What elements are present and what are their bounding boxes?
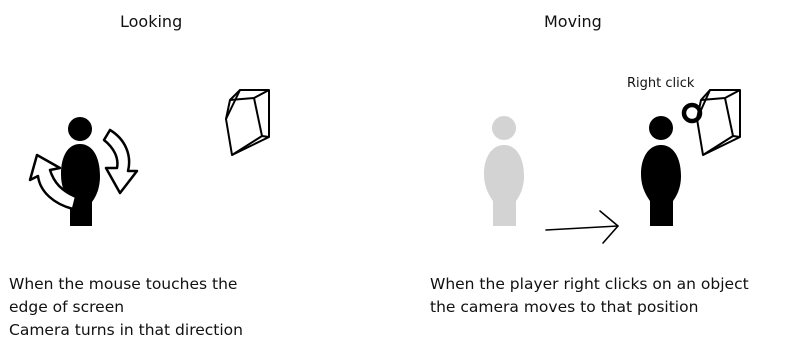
rotate-right-arrow-icon [102,128,139,195]
cube-object-moving [696,89,741,156]
looking-caption-line: edge of screen [9,298,125,316]
looking-title: Looking [120,12,183,31]
cube-object-looking [225,89,270,156]
looking-caption-line: When the mouse touches the [9,275,238,293]
player-figure-looking [61,117,100,226]
right-click-label: Right click [627,76,695,91]
moving-title: Moving [544,12,602,31]
move-direction-arrow-icon [545,210,619,244]
looking-caption-line: Camera turns in that direction [9,321,243,339]
player-figure-moved [641,116,681,226]
rotate-left-arrow-icon [28,153,78,211]
moving-caption-line: When the player right clicks on an objec… [430,275,749,293]
looking-caption: When the mouse touches the edge of scree… [9,273,243,342]
moving-caption: When the player right clicks on an objec… [430,273,749,319]
right-click-ring-icon [681,102,703,124]
player-ghost-start-position [484,116,524,226]
moving-caption-line: the camera moves to that position [430,298,699,316]
